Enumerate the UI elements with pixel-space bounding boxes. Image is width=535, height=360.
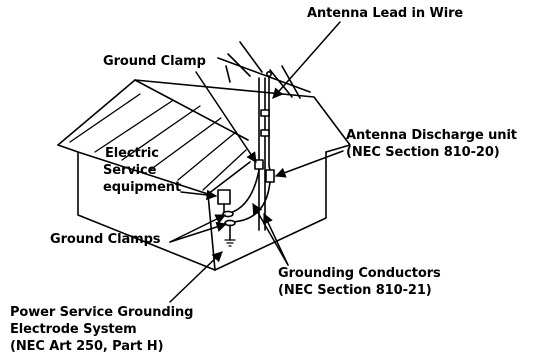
label-ground-clamps: Ground Clamps xyxy=(50,232,161,247)
antenna-element-2 xyxy=(239,41,263,73)
house-wall-right xyxy=(214,151,327,271)
leader-conductors-2 xyxy=(263,213,289,266)
shingle-lines xyxy=(69,93,247,191)
antenna-crossbar xyxy=(217,57,311,93)
leader-ground-clamps-2 xyxy=(169,221,227,243)
label-service: Service xyxy=(103,163,157,178)
standoff-2 xyxy=(260,129,270,137)
label-discharge-section: (NEC Section 810-20) xyxy=(346,145,500,160)
house-wall-left xyxy=(77,151,216,271)
antenna-lead-wire xyxy=(268,74,272,177)
grounding-conductor-1 xyxy=(229,169,260,214)
label-electric: Electric xyxy=(105,146,159,161)
label-antenna-lead: Antenna Lead in Wire xyxy=(307,6,464,21)
antenna-element-3 xyxy=(269,69,293,98)
antenna-element-4 xyxy=(281,65,301,99)
leader-ground-clamp xyxy=(195,71,257,163)
roof-outline xyxy=(57,79,351,153)
label-conductors-section: (NEC Section 810-21) xyxy=(278,283,432,298)
discharge-unit-device xyxy=(265,169,275,183)
leader-discharge-unit xyxy=(275,150,344,178)
label-power-service: Power Service Grounding xyxy=(10,305,194,320)
label-discharge-unit: Antenna Discharge unit xyxy=(346,128,517,143)
label-grounding-conductors: Grounding Conductors xyxy=(278,266,441,281)
leader-antenna-lead xyxy=(272,21,341,99)
label-nec-art: (NEC Art 250, Part H) xyxy=(10,339,164,354)
ground-clamp-device xyxy=(254,159,264,170)
eave-right xyxy=(207,161,251,195)
standoff-1 xyxy=(260,109,270,117)
antenna-element-5 xyxy=(225,65,231,83)
label-ground-clamp: Ground Clamp xyxy=(103,54,206,69)
leader-power-service xyxy=(169,251,223,303)
leader-ground-clamps-1 xyxy=(169,214,226,243)
leader-service-equipment xyxy=(180,189,218,201)
label-equipment: equipment xyxy=(103,180,182,195)
antenna-element-1 xyxy=(227,53,251,77)
ground-symbol xyxy=(224,239,236,247)
house-corner xyxy=(207,193,216,271)
label-electrode-system: Electrode System xyxy=(10,322,137,337)
house xyxy=(57,79,351,271)
service-box xyxy=(217,189,231,205)
roof-ridge xyxy=(134,79,249,141)
leader-conductors-1 xyxy=(252,203,289,266)
lead-wire-top xyxy=(265,71,272,78)
